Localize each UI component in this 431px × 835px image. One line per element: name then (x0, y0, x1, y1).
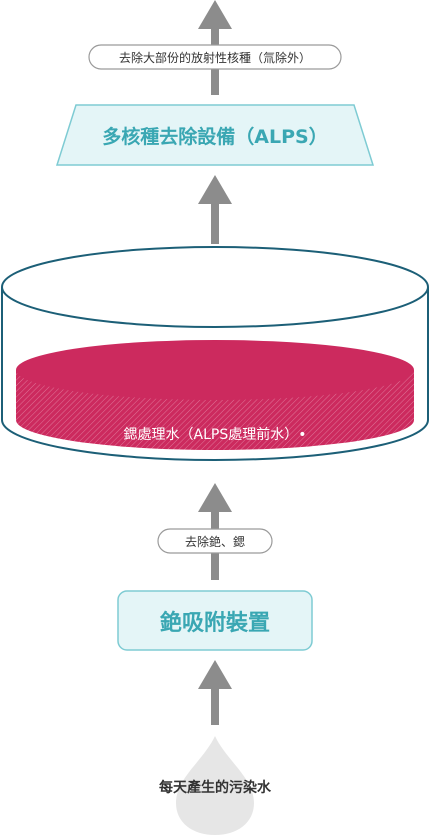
middle-pill-label: 去除銫、鍶 (185, 534, 245, 549)
alps-box: 多核種去除設備（ALPS） (55, 104, 375, 166)
arrow-up-icon (198, 660, 232, 725)
top-pill-label: 去除大部份的放射性核種（氚除外） (119, 50, 311, 65)
remove-radionuclides-pill: 去除大部份的放射性核種（氚除外） (88, 44, 342, 70)
tank-label: 鍶處理水（ALPS處理前水）• (124, 426, 307, 443)
remove-cesium-strontium-pill: 去除銫、鍶 (157, 528, 273, 554)
treated-water-liquid (16, 340, 414, 450)
water-drop-icon (176, 736, 254, 835)
storage-tank: 鍶處理水（ALPS處理前水）• (1, 246, 429, 461)
cesium-box-label: 銫吸附裝置 (159, 610, 270, 636)
source-label: 每天產生的污染水 (159, 779, 272, 796)
alps-box-label: 多核種去除設備（ALPS） (102, 125, 327, 148)
cesium-adsorption-box: 銫吸附裝置 (117, 590, 313, 651)
arrow-up-icon (198, 175, 232, 244)
